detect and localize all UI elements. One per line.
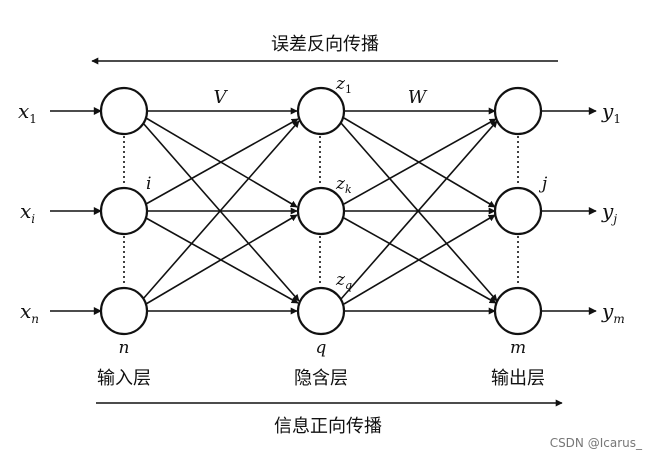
- output-node-1: [493, 86, 543, 136]
- output-layer-name: 输出层: [491, 368, 545, 389]
- input-layer-name: 输入层: [97, 368, 151, 389]
- input-node-1: [99, 86, 149, 136]
- hidden-output-connections: [340, 107, 498, 315]
- hidden-label-q: zq: [335, 270, 352, 292]
- hidden-node-1: [296, 86, 346, 136]
- input-layer-nodes: [99, 86, 149, 336]
- hidden-label-k: zk: [335, 174, 352, 196]
- edge-hidden1-outputm: [340, 122, 498, 302]
- weight-label-v: V: [214, 87, 229, 108]
- edge-hiddenk-output1: [343, 118, 497, 205]
- edge-input1-hiddenq: [142, 122, 300, 302]
- edge-hiddenq-output1: [340, 120, 498, 300]
- backprop-label: 误差反向传播: [271, 34, 379, 55]
- hidden-label-1: z1: [335, 74, 352, 96]
- output-count-label: m: [510, 338, 526, 358]
- input-index-label: i: [146, 174, 151, 194]
- hidden-layer-nodes: [296, 86, 346, 336]
- edge-inputi-hiddenq: [145, 217, 299, 304]
- input-count-label: n: [119, 338, 130, 358]
- edge-hiddenq-outputj: [343, 214, 496, 305]
- edge-inputn-hidden1: [142, 120, 300, 300]
- output-node-j: [493, 186, 543, 236]
- input-label-1: x1: [18, 99, 37, 126]
- hidden-layer-name: 隐含层: [294, 368, 348, 389]
- output-index-label: j: [538, 174, 548, 194]
- forward-label: 信息正向传播: [274, 416, 382, 437]
- edge-hiddenk-outputm: [343, 217, 497, 304]
- input-label-i: xi: [20, 199, 35, 226]
- csdn-watermark: CSDN @Icarus_: [550, 436, 643, 450]
- input-label-n: xn: [20, 299, 39, 326]
- output-label-m: ym: [601, 299, 625, 326]
- weight-label-w: W: [408, 87, 428, 108]
- hidden-node-k: [296, 186, 346, 236]
- output-node-m: [493, 286, 543, 336]
- input-hidden-connections: [142, 107, 300, 315]
- hidden-node-q: [296, 286, 346, 336]
- hidden-count-label: q: [316, 338, 327, 358]
- output-label-1: y1: [601, 99, 621, 126]
- edge-inputi-hidden1: [145, 118, 299, 205]
- input-node-i: [99, 186, 149, 236]
- output-layer-nodes: [493, 86, 543, 336]
- edge-inputn-hiddenk: [145, 214, 298, 305]
- input-node-n: [99, 286, 149, 336]
- output-label-j: yj: [601, 199, 617, 226]
